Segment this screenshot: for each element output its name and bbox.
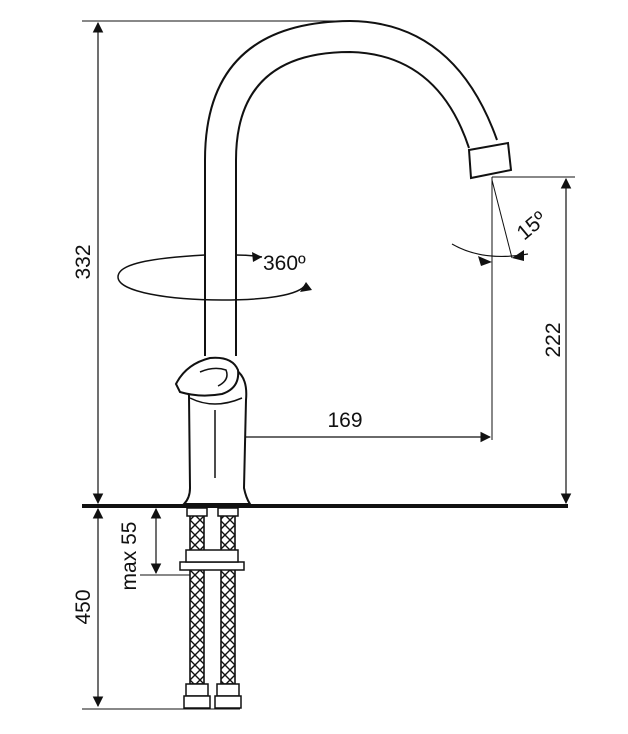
label-spout-height: 222: [542, 322, 565, 357]
hose-right-nut: [214, 695, 242, 709]
rotation-ellipse: [117, 254, 307, 301]
lever-handle: [174, 356, 240, 397]
spout-tilt-line: [491, 179, 513, 259]
tilt-arrow-left: [478, 256, 492, 266]
hose-right-coupling-top: [217, 507, 239, 517]
aerator: [467, 141, 513, 180]
label-total-height: 332: [72, 244, 95, 279]
spout-outer: [204, 19, 498, 356]
hose-left: [189, 511, 205, 685]
lever-base: [189, 397, 243, 405]
hose-right: [220, 511, 236, 685]
spout-inner: [235, 50, 470, 356]
hose-right-fitting: [216, 683, 240, 697]
hose-left-nut: [183, 695, 211, 709]
label-spout-tilt: 15º: [513, 207, 552, 245]
mounting-plate: [179, 561, 245, 571]
rotation-arrow: [300, 282, 312, 292]
hose-left-fitting: [185, 683, 209, 697]
label-rotation: 360º: [263, 252, 306, 275]
tilt-arc: [451, 243, 529, 258]
label-hose-length: 450: [72, 589, 95, 624]
label-max-depth: max 55: [118, 522, 141, 591]
lever-handle-detail: [199, 367, 228, 387]
mounting-nut: [185, 549, 239, 563]
hose-left-coupling-top: [186, 507, 208, 517]
rotation-arrow-top: [252, 252, 262, 262]
label-spout-reach: 169: [327, 409, 362, 432]
tilt-arrow-right: [512, 250, 524, 261]
